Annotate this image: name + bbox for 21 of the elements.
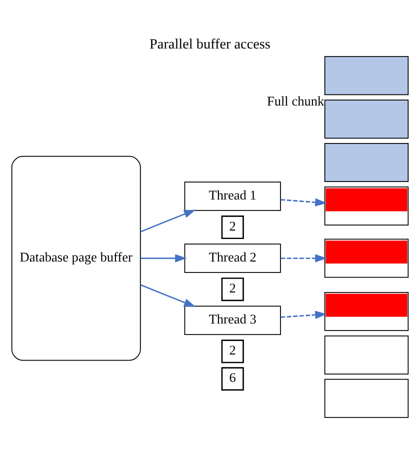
node-box: 6 [221,366,244,390]
node-box: 2 [221,277,244,301]
diagram-title: Parallel buffer access [150,36,270,52]
node-label: Full chunk [266,92,324,108]
arrow [280,310,327,318]
node-box: 2 [221,215,244,239]
node-box: Database page buffer [11,155,141,360]
node-box [324,142,409,182]
node-box: Thread 1 [184,181,281,210]
node-box [324,56,409,95]
node-box: Thread 3 [184,305,281,334]
arrow [140,254,187,262]
arrow [280,198,327,206]
arrow [280,254,327,262]
node-box: Thread 2 [184,243,281,272]
node-box [324,99,409,138]
node-box [324,334,409,374]
node-box [324,378,409,418]
node-box: 2 [221,339,244,363]
arrow [140,209,196,232]
arrow [140,284,196,306]
